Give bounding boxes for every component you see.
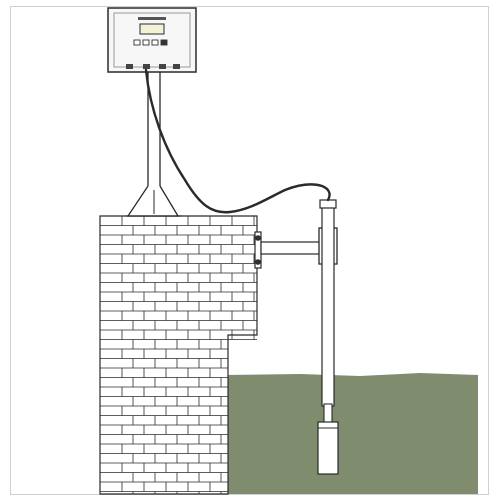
water-body [225, 373, 478, 494]
cable-gland [159, 64, 166, 69]
bracket-bolt [255, 235, 261, 241]
probe-body [317, 421, 339, 475]
controller-inner-panel [113, 12, 191, 68]
bracket-bolt [255, 259, 261, 265]
controller-label-strip [138, 17, 166, 20]
brick-wall [99, 215, 258, 495]
probe-neck [323, 403, 333, 425]
guide-pipe-body [321, 205, 335, 407]
controller-button [160, 39, 168, 46]
image-frame [10, 6, 489, 495]
level-sensor-probe [317, 403, 339, 475]
bracket-arm [260, 241, 322, 255]
cable-gland [126, 64, 133, 69]
controller-stand [126, 70, 182, 217]
cable-gland [143, 64, 150, 69]
guide-pipe [319, 199, 337, 407]
lcd-display-icon [139, 23, 165, 35]
stand-base [126, 185, 180, 217]
signal-cable [144, 68, 331, 214]
brick-courses [100, 216, 257, 495]
cable-gland [173, 64, 180, 69]
controller-unit [107, 7, 197, 73]
controller-button [151, 39, 159, 46]
controller-button [142, 39, 150, 46]
controller-button [133, 39, 141, 46]
